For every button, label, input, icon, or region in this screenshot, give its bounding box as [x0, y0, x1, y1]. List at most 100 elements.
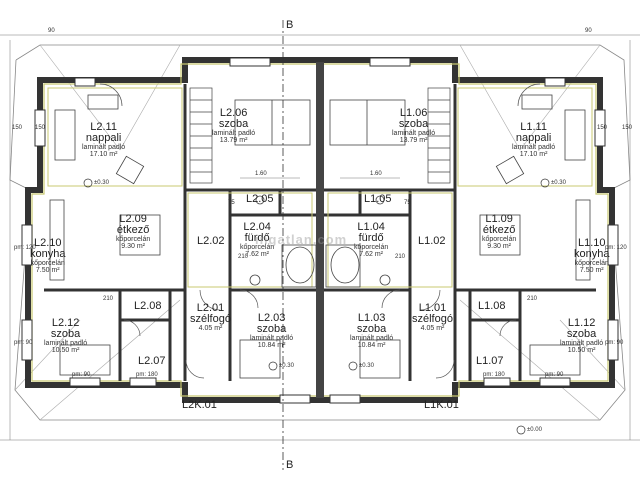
section-marker-bottom: B: [286, 459, 294, 471]
room-l1-12: L1.12 szoba laminált padló 10.50 m²: [560, 318, 604, 355]
room-code: L1.06: [399, 107, 428, 119]
room-code: L1.11: [520, 121, 547, 133]
room-l2-07: L2.07: [138, 355, 166, 367]
dim-label: pm: 90: [545, 372, 564, 378]
room-name: szoba: [256, 323, 287, 335]
room-name: nappali: [85, 132, 122, 144]
room-area: 17.10 m²: [89, 151, 118, 158]
room-code: L1.09: [485, 213, 513, 225]
elevation-markers: [83, 178, 550, 435]
room-l2-06: L2.06 szoba laminált padló 13.79 m²: [212, 107, 256, 145]
dim-label: 75: [228, 200, 235, 206]
room-name: szoba: [50, 328, 81, 340]
room-name: szélfogó: [190, 313, 231, 325]
room-l2-02: L2.02: [197, 235, 225, 247]
dim-label: 150: [597, 125, 608, 131]
room-name: szoba: [398, 118, 429, 130]
room-area: 13.79 m²: [219, 137, 248, 144]
section-marker-top: B: [286, 19, 294, 31]
dim-label: 210: [395, 254, 406, 260]
room-floor: laminált padló: [392, 130, 436, 137]
room-area: 10.50 m²: [567, 347, 596, 354]
dim-label: 90: [48, 28, 55, 34]
room-code: L1.03: [357, 312, 386, 324]
room-code: L2.03: [257, 312, 286, 324]
room-floor: kőporcelán: [354, 244, 389, 251]
room-floor: laminált padló: [560, 340, 604, 347]
windows: [21, 57, 619, 404]
room-area: 9.30 m²: [487, 243, 511, 250]
dim-label: pm: 90: [72, 372, 91, 378]
room-l1-01: L1.01 szélfogó 4.05 m²: [412, 303, 453, 333]
room-floor: kőporcelán: [574, 260, 609, 267]
room-l1-03: L1.03 szoba laminált padló 10.84 m²: [350, 312, 394, 350]
interior-walls: [44, 84, 596, 381]
room-area: 7.62 m²: [359, 251, 383, 258]
room-floor: laminált padló: [250, 335, 294, 342]
dim-label: 150: [622, 125, 633, 131]
room-code: L2.01: [196, 302, 225, 314]
room-area: 9.30 m²: [121, 243, 145, 250]
room-floor: kőporcelán: [30, 260, 65, 267]
room-area: 13.79 m²: [399, 137, 428, 144]
room-area: 10.84 m²: [357, 342, 386, 349]
room-l1-04: L1.04 fürdő kőporcelán 7.62 m²: [354, 221, 389, 259]
wall-lining: [47, 87, 593, 288]
room-l1-02: L1.02: [418, 235, 446, 247]
room-floor: kőporcelán: [240, 244, 275, 251]
room-name: szoba: [356, 323, 387, 335]
room-code: L2.04: [243, 221, 271, 233]
room-name: nappali: [515, 132, 552, 144]
room-name: szoba: [566, 328, 597, 340]
dim-label: pm: 120: [605, 245, 627, 251]
dim-label: 1.60: [255, 171, 267, 177]
dim-label: pm: 90: [14, 340, 33, 346]
room-l1k-01: L1K.01: [424, 399, 459, 411]
elevation-label: ±0.30: [551, 180, 566, 186]
dim-label: 90: [585, 28, 592, 34]
room-floor: laminált padló: [212, 130, 256, 137]
room-area: 10.50 m²: [51, 347, 80, 354]
room-l2-08: L2.08: [134, 300, 162, 312]
dim-label: pm: 90: [605, 340, 624, 346]
room-floor: laminált padló: [44, 340, 88, 347]
bathtubs: [249, 195, 391, 288]
room-floor: kőporcelán: [116, 236, 151, 243]
dim-label: 210: [527, 296, 538, 302]
dim-label: 210: [103, 296, 114, 302]
dim-label: pm: 180: [136, 372, 158, 378]
room-area: 7.50 m²: [579, 267, 604, 274]
room-l2k-01: L2K.01: [182, 399, 217, 411]
dim-label: 1.60: [370, 171, 382, 177]
room-l1-06: L1.06 szoba laminált padló 13.79 m²: [392, 107, 436, 145]
room-code: L2.06: [219, 107, 248, 119]
room-name: szoba: [218, 118, 249, 130]
room-l2-05: L2.05: [246, 193, 274, 205]
party-wall: [316, 62, 324, 398]
watermark: ingatlan.com: [255, 232, 348, 247]
room-l1-09: L1.09 étkező kőporcelán 9.30 m²: [482, 213, 517, 251]
dim-label: pm: 180: [483, 372, 505, 378]
room-name: fürdő: [244, 232, 270, 244]
elevation-label: ±0.30: [359, 363, 374, 369]
room-name: fürdő: [358, 232, 384, 244]
door-swings: [99, 83, 541, 379]
room-l2-10: L2.10 konyha kőporcelán 7.50 m²: [30, 238, 65, 275]
dimension-lines: [0, 34, 640, 441]
room-area: 4.05 m²: [198, 325, 223, 332]
room-area: 17.10 m²: [519, 151, 548, 158]
room-l2-04: L2.04 fürdő kőporcelán 7.62 m²: [240, 221, 275, 259]
room-floor: laminált padló: [350, 335, 394, 342]
room-l2-09: L2.09 étkező kőporcelán 9.30 m²: [116, 214, 151, 251]
room-code: L1.10: [577, 237, 606, 249]
room-area: 4.05 m²: [420, 325, 445, 332]
room-name: szélfogó: [412, 313, 453, 325]
room-floor: laminált padló: [512, 144, 556, 151]
room-code: L2.11: [90, 121, 117, 133]
room-code: L1.04: [357, 221, 385, 233]
room-area: 7.62 m²: [245, 251, 269, 258]
room-l2-11: L2.11 nappali laminált padló 17.10 m²: [82, 121, 125, 159]
room-code: L2.12: [51, 317, 80, 329]
room-floor: kőporcelán: [482, 236, 517, 243]
